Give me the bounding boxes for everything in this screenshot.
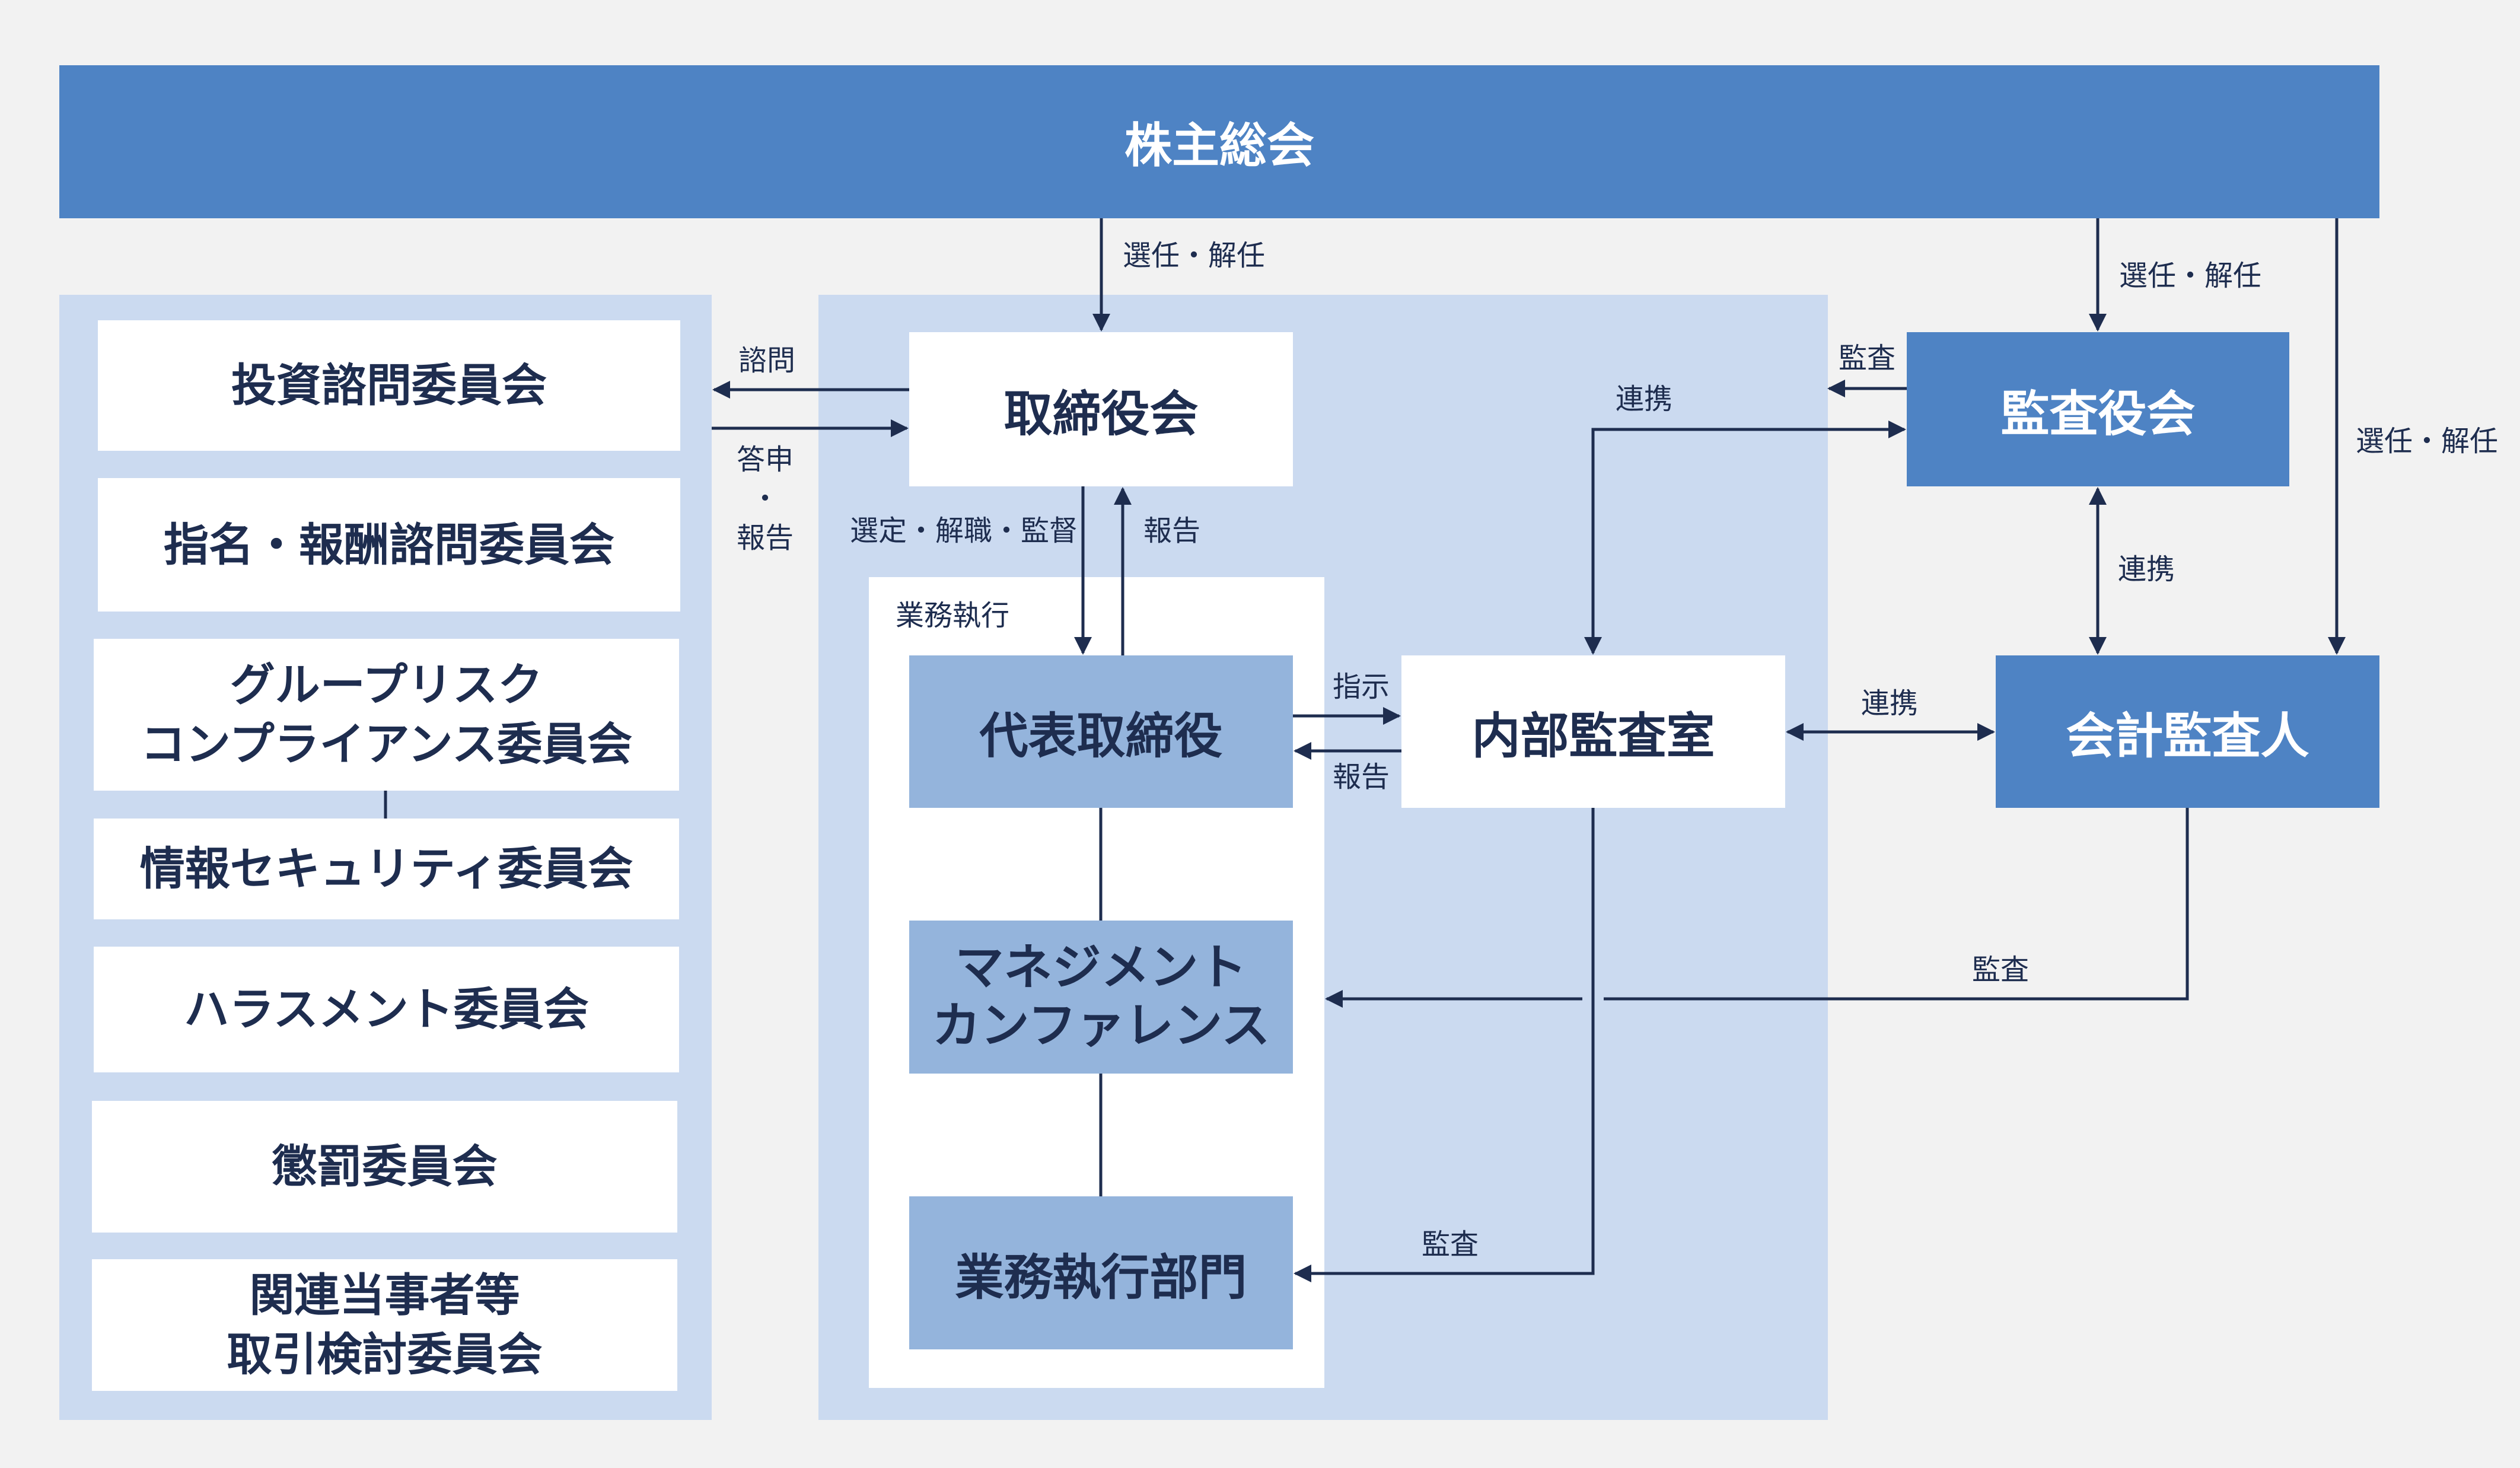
label-select-supervise: 選定・解職・監督 [850,514,1078,547]
committee-nomination-remuneration: 指名・報酬諮問委員会 [98,478,680,612]
label-coop-internal-accounting: 連携 [1861,687,1919,720]
label-appoint-dismiss-auditors: 選任・解任 [2119,259,2262,292]
label-coop-auditors-accounting: 連携 [2118,553,2175,586]
label-report-ceo: 報告 [1143,514,1201,547]
representative-director: 代表取締役 [909,655,1293,808]
management-conference: マネジメント カンファレンス [909,921,1293,1074]
committee-information-security: 情報セキュリティ委員会 [94,819,679,919]
label-audit-accounting: 監査 [1972,953,2030,986]
arrow-auditors-internal-coop [1584,421,1906,655]
internal-audit-office: 内部監査室 [1401,655,1785,808]
label-audit-board: 監査 [1839,342,1896,375]
label-instruct: 指示 [1333,670,1390,703]
board-of-directors: 取締役会 [909,332,1293,486]
accounting-auditor: 会計監査人 [1996,655,2379,808]
committee-related-party-transactions: 関連当事者等 取引検討委員会 [92,1259,677,1391]
label-appoint-dismiss-board: 選任・解任 [1123,239,1266,272]
label-consult: 諮問 [738,344,796,377]
committee-disciplinary: 懲罰委員会 [92,1101,677,1233]
business-execution-department: 業務執行部門 [909,1196,1293,1349]
committee-investment-advisory: 投資諮問委員会 [98,320,680,451]
business-execution-label: 業務執行 [896,599,1010,632]
arrow-internal-to-business [1294,808,1595,1282]
audit-supervisory-board: 監査役会 [1907,332,2289,486]
label-audit-business: 監査 [1422,1228,1479,1261]
label-report-back: 答申 ・ 報告 [737,443,794,555]
label-appoint-dismiss-accounting: 選任・解任 [2356,425,2499,458]
arrow-accounting-to-management [1604,808,2189,1001]
label-report-audit: 報告 [1333,760,1390,794]
label-coop-auditors-internal: 連携 [1616,383,1673,416]
committee-harassment: ハラスメント委員会 [94,947,679,1072]
shareholders-meeting-bar: 株主総会 [59,65,2379,218]
committee-group-risk-compliance: グループリスク コンプライアンス委員会 [94,639,679,791]
shareholders-meeting-label: 株主総会 [1124,118,1314,173]
